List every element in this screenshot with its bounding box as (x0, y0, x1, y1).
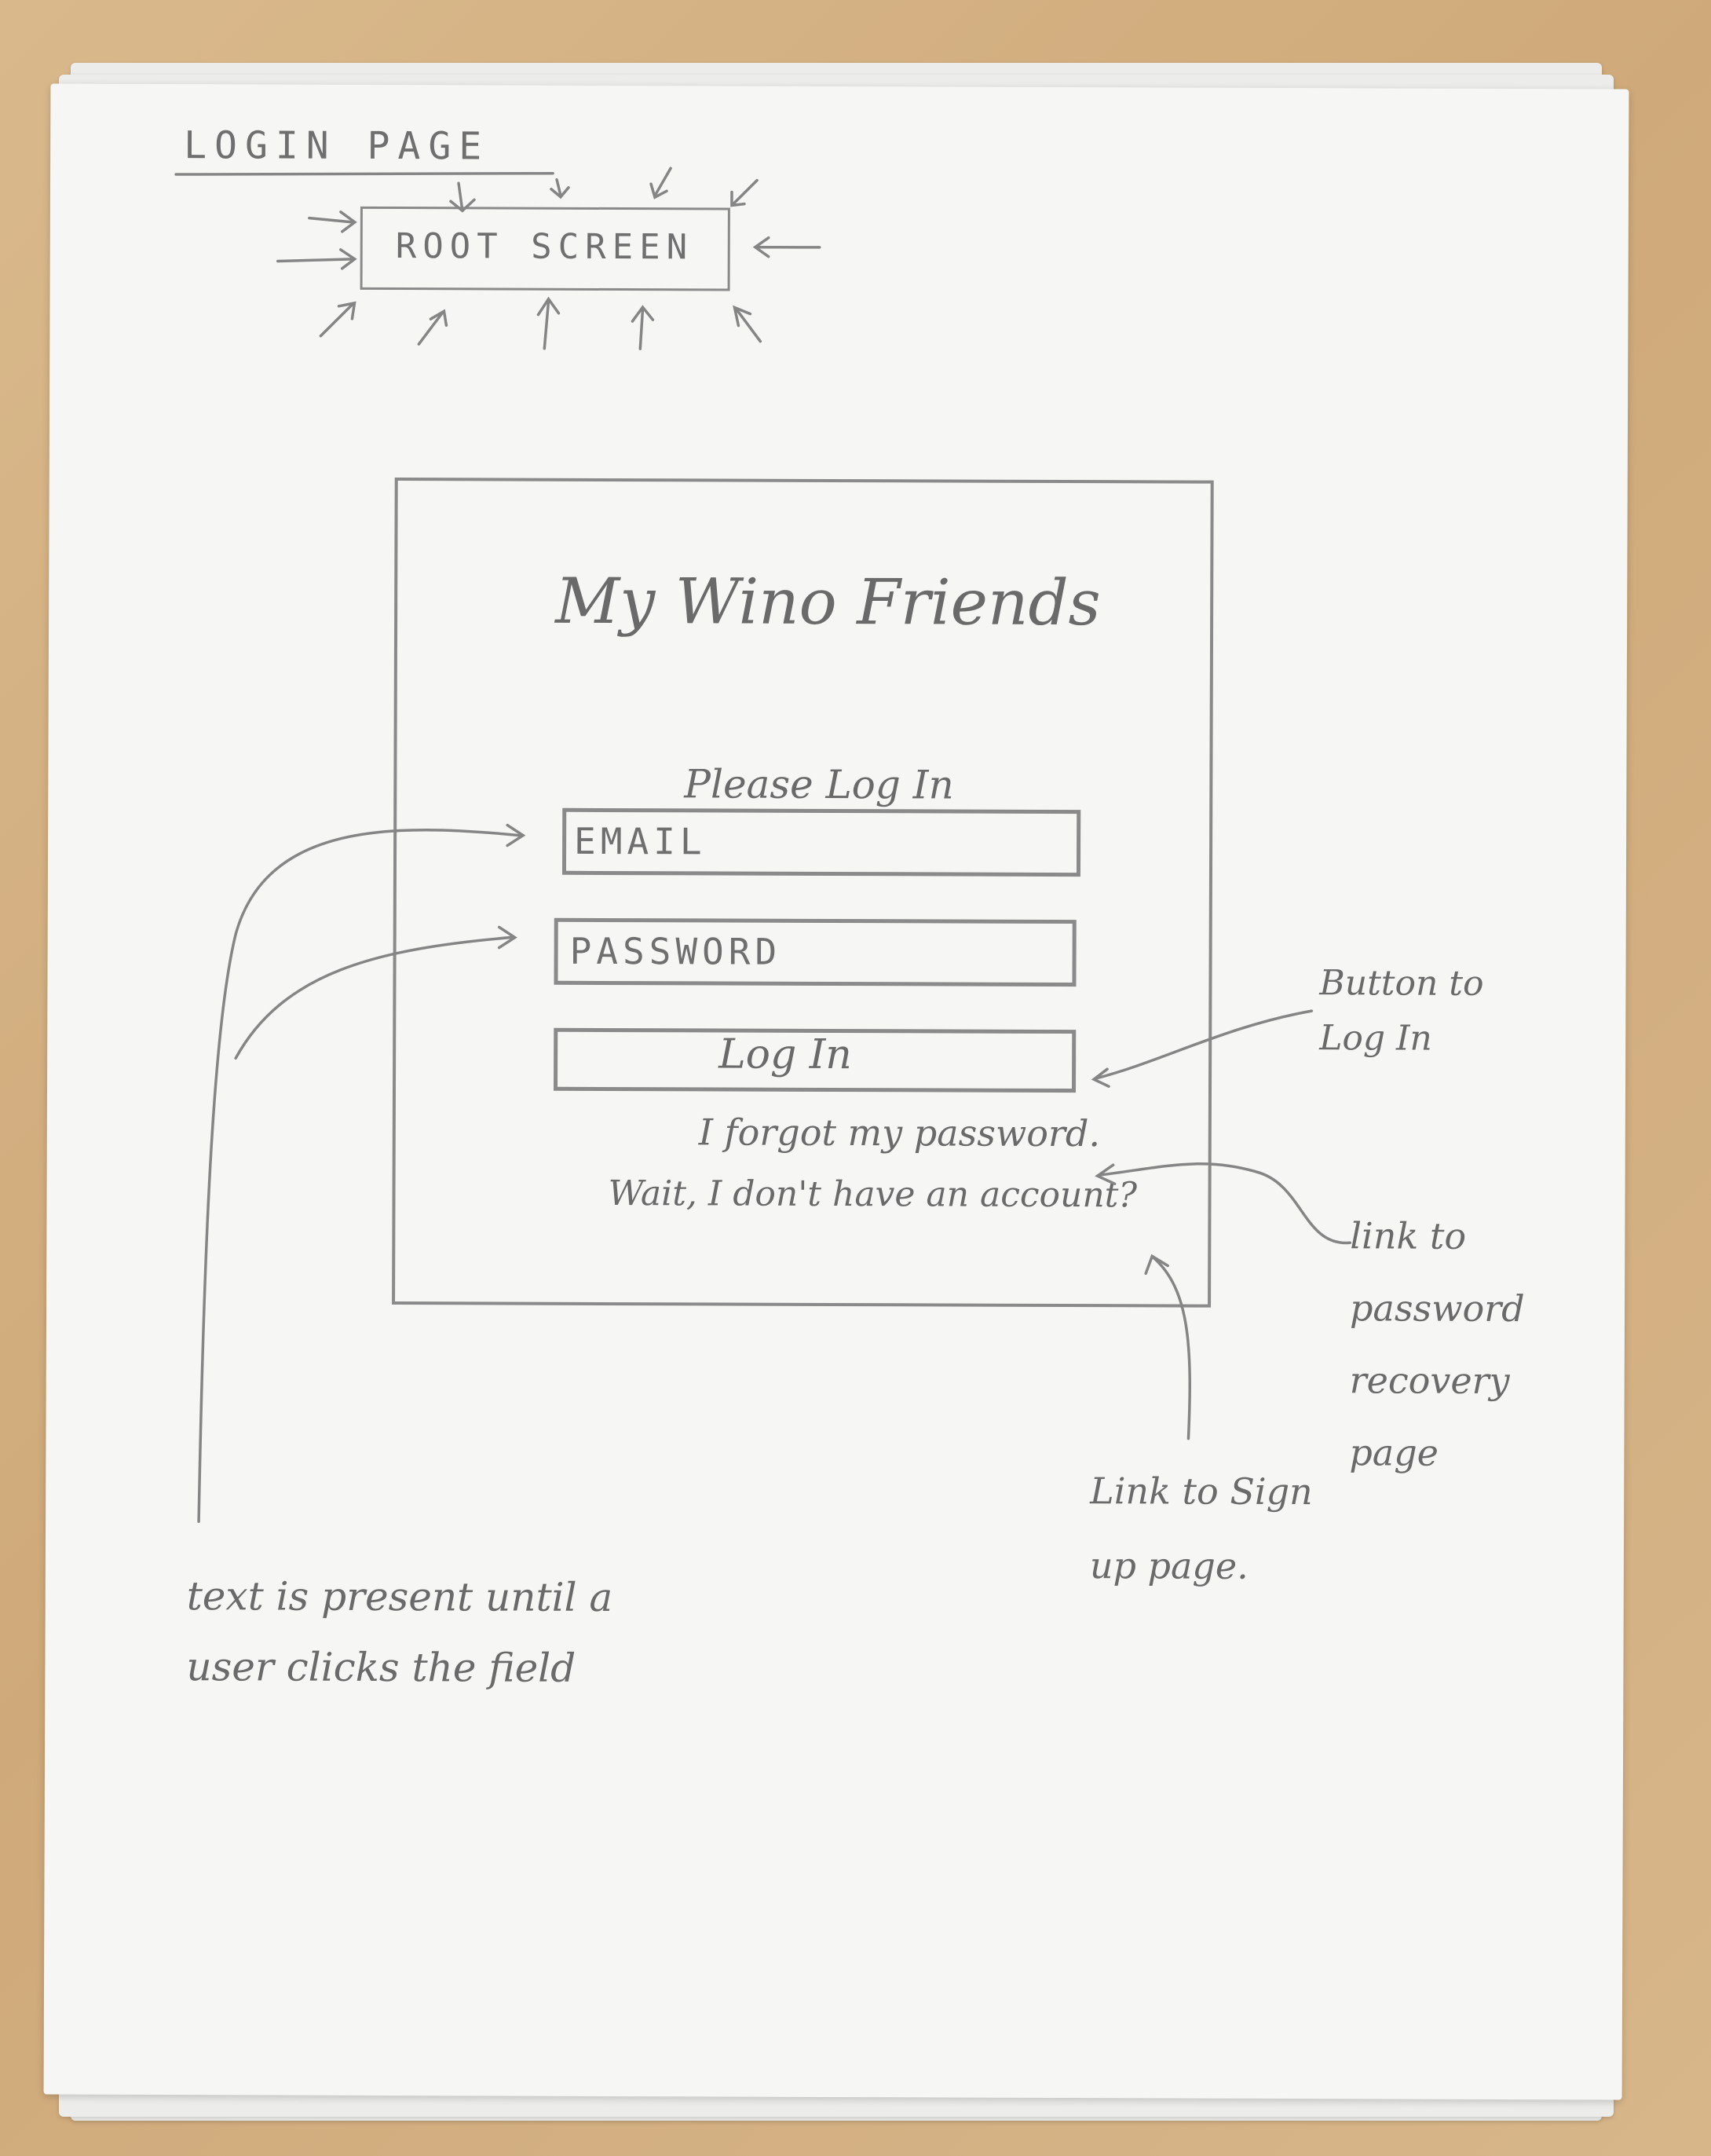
sketch-paper: LOGIN PAGE ROOT SCREEN My Wino Friends P… (43, 83, 1629, 2100)
arrow-icon (733, 305, 762, 343)
arrow-icon (1095, 1163, 1117, 1185)
password-link-callout (1097, 1162, 1352, 1245)
heading-underline (174, 171, 554, 176)
arrow-icon (752, 236, 821, 258)
password-callout-curve (234, 935, 513, 1060)
arrow-icon (649, 167, 672, 199)
arrow-icon (1144, 1254, 1169, 1276)
arrow-icon (417, 309, 448, 346)
arrow-icon (536, 296, 561, 350)
button-callout-line (1094, 1009, 1314, 1080)
email-callout-curve (197, 828, 521, 1523)
arrow-icon (550, 178, 570, 199)
arrow-icon (1091, 1067, 1110, 1088)
arrow-icon (276, 248, 357, 270)
arrow-icon (497, 925, 517, 950)
pencil-strokes (174, 167, 1352, 1523)
arrow-icon (308, 210, 357, 233)
arrow-icon (319, 301, 356, 338)
signup-link-callout (1152, 1256, 1191, 1440)
arrow-icon (631, 305, 655, 350)
arrow-icon (730, 178, 759, 207)
arrow-icon (506, 823, 526, 847)
arrow-icon (449, 181, 476, 213)
